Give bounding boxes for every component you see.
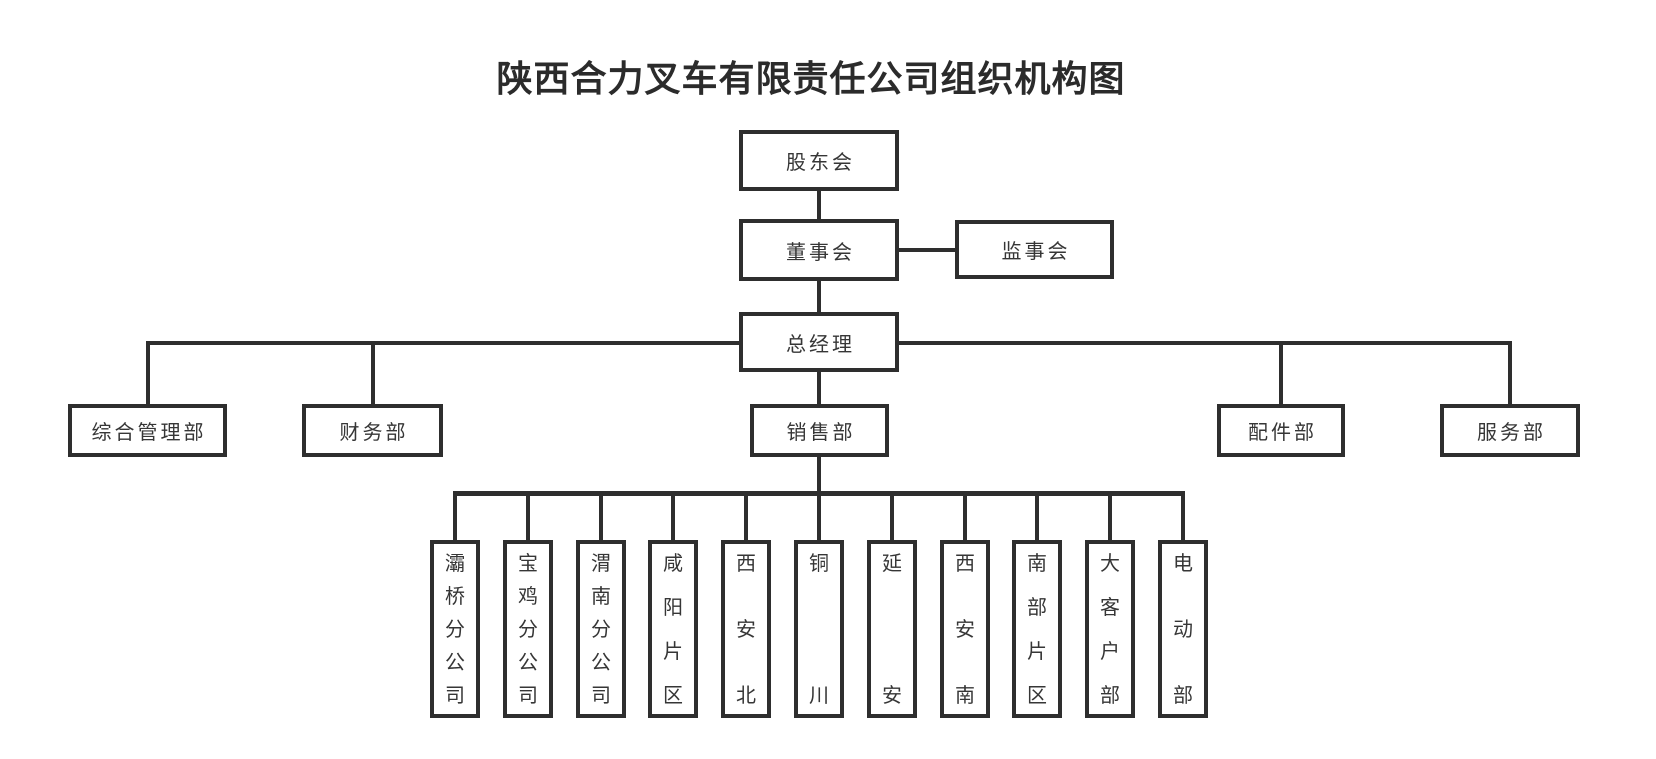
node-tongchuan: 铜川 [794,540,844,718]
node-xian-south-label: 西安南 [955,551,975,707]
node-general-manager: 总经理 [739,312,899,372]
gm-bus-right [899,341,1512,345]
node-baqiao-branch-label: 灞桥分公司 [445,551,465,707]
drop-xianyang-area [671,491,675,540]
drop-xian-north [744,491,748,540]
drop-weinan-branch [599,491,603,540]
node-weinan-branch-label: 渭南分公司 [591,551,611,707]
node-key-account-dept: 大客户部 [1085,540,1135,718]
node-xian-north: 西安北 [721,540,771,718]
node-shareholders-label: 股东会 [786,150,855,174]
node-weinan-branch: 渭南分公司 [576,540,626,718]
node-xianyang-area: 咸阳片区 [648,540,698,718]
node-sales-dept: 销售部 [750,404,889,457]
node-yanan-label: 延安 [882,551,902,707]
connector-board-gm [817,281,821,312]
node-electric-dept-label: 电动部 [1173,551,1193,707]
drop-key-account-dept [1108,491,1112,540]
drop-baqiao-branch [453,491,457,540]
connector-sales-bus [817,456,821,496]
node-finance-dept-label: 财务部 [339,420,409,444]
connector-shareholders-board [817,191,821,219]
node-board: 董事会 [739,219,899,281]
node-baoji-branch-label: 宝鸡分公司 [518,551,538,707]
node-general-manager-label: 总经理 [786,331,855,356]
drop-baoji-branch [526,491,530,540]
drop-south-area [1035,491,1039,540]
drop-yanan [890,491,894,540]
drop-service [1508,341,1512,405]
chart-title: 陕西合力叉车有限责任公司组织机构图 [496,58,1126,99]
node-supervisors: 监事会 [955,220,1114,279]
drop-finance [371,341,375,404]
drop-xian-south [963,491,967,540]
node-key-account-dept-label: 大客户部 [1100,551,1120,707]
node-finance-dept: 财务部 [302,404,443,457]
node-yanan: 延安 [867,540,917,718]
drop-general-admin [146,341,150,404]
node-parts-dept: 配件部 [1217,404,1345,457]
node-electric-dept: 电动部 [1158,540,1208,718]
node-south-area: 南部片区 [1012,540,1062,718]
node-parts-dept-label: 配件部 [1248,420,1317,444]
connector-gm-sales [817,372,821,404]
drop-tongchuan [817,491,821,540]
node-general-admin-dept: 综合管理部 [68,404,227,457]
node-supervisors-label: 监事会 [1001,239,1071,263]
node-xian-south: 西安南 [940,540,990,718]
node-general-admin-dept-label: 综合管理部 [91,420,207,444]
node-baoji-branch: 宝鸡分公司 [503,540,553,718]
node-tongchuan-label: 铜川 [809,551,829,707]
node-sales-dept-label: 销售部 [786,420,856,444]
node-service-dept: 服务部 [1440,404,1580,457]
connector-board-supervisors [899,248,955,252]
node-xianyang-area-label: 咸阳片区 [663,551,683,707]
drop-electric-dept [1181,491,1185,540]
node-service-dept-label: 服务部 [1477,420,1546,444]
node-shareholders: 股东会 [739,130,899,191]
gm-bus-left [146,341,739,345]
node-south-area-label: 南部片区 [1027,551,1047,707]
node-baqiao-branch: 灞桥分公司 [430,540,480,718]
node-xian-north-label: 西安北 [736,551,756,707]
drop-parts [1279,341,1283,404]
node-board-label: 董事会 [786,239,855,264]
